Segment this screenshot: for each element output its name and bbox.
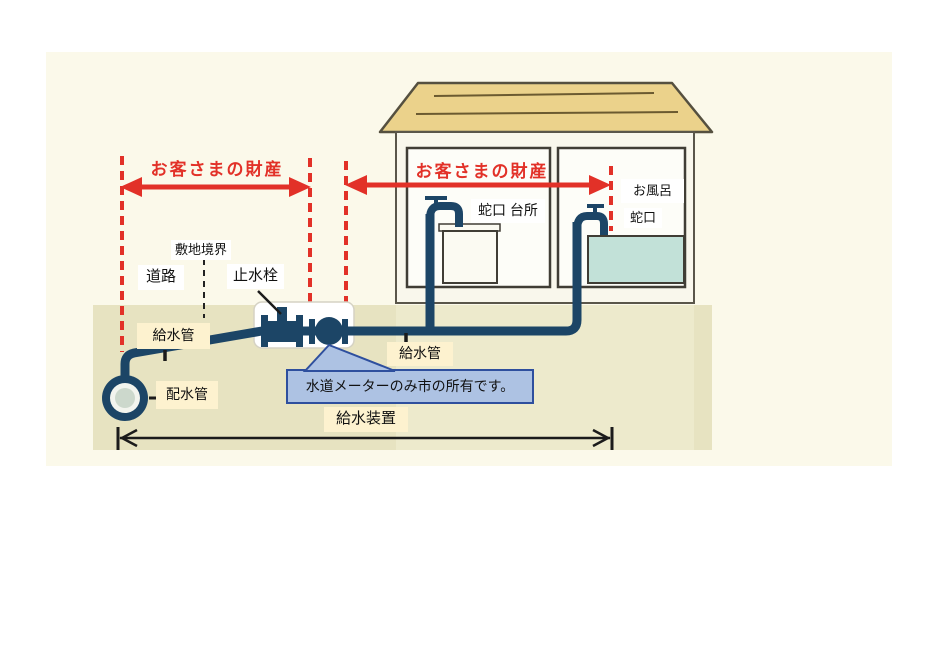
house-roof (378, 81, 714, 134)
property-label-right: お客さまの財産 (415, 162, 549, 181)
roof-plank-lines (415, 92, 679, 115)
valve-body (266, 321, 298, 342)
property-span-arrows (120, 175, 611, 197)
meter-ownership-note: 水道メーターのみ市の所有です。 (305, 378, 515, 394)
arrowhead-icon (589, 175, 611, 195)
property-boundary-dashed-lines (120, 156, 613, 352)
supply-pipe-house-label: 給水管 (387, 342, 453, 366)
distribution-main-icon (102, 375, 148, 421)
supply-pipe-street-label: 給水管 (137, 323, 210, 349)
distribution-pipe-label: 配水管 (156, 381, 218, 409)
distribution-main-bore (115, 388, 135, 408)
site-boundary-label: 敷地境界 (171, 240, 232, 261)
meter-flange-left (309, 319, 315, 344)
arrowhead-icon (120, 177, 142, 197)
valve-stem (277, 307, 287, 322)
arrowhead-icon (592, 428, 611, 448)
stop-valve-leader-line (257, 290, 282, 315)
property-label-left: お客さまの財産 (150, 160, 284, 179)
arrow-end-bars (116, 427, 614, 450)
road-label: 道路 (138, 265, 185, 290)
meter-body (315, 317, 343, 345)
callout-box (286, 369, 534, 404)
meter-flange-right (342, 319, 348, 344)
kitchen-faucet-label: 蛇口 台所 (471, 199, 545, 223)
bath-faucet-handle-icon (587, 204, 604, 216)
valve-flange-left (261, 315, 268, 347)
valve-flange-right (296, 315, 303, 347)
callout-pointer (302, 343, 396, 372)
supply-system-span-arrow (116, 427, 614, 450)
bath-faucet-label: 蛇口 (624, 208, 663, 229)
bath-label: お風呂 (621, 179, 685, 204)
kitchen-sink (442, 230, 498, 284)
supply-system-label: 給水装置 (324, 407, 409, 432)
meter-note-callout (286, 343, 534, 404)
kitchen-sink-lip (438, 223, 501, 232)
stop-valve-label: 止水栓 (227, 264, 285, 289)
arrowhead-icon (289, 177, 311, 197)
arrowhead-icon (345, 175, 367, 195)
arrowhead-icon (119, 428, 138, 448)
stop-valve-icon (261, 307, 303, 347)
kitchen-faucet-handle-icon (425, 196, 447, 206)
water-meter-icon (309, 317, 348, 345)
bathtub (587, 235, 685, 284)
kitchen-faucet-icon (426, 202, 463, 227)
